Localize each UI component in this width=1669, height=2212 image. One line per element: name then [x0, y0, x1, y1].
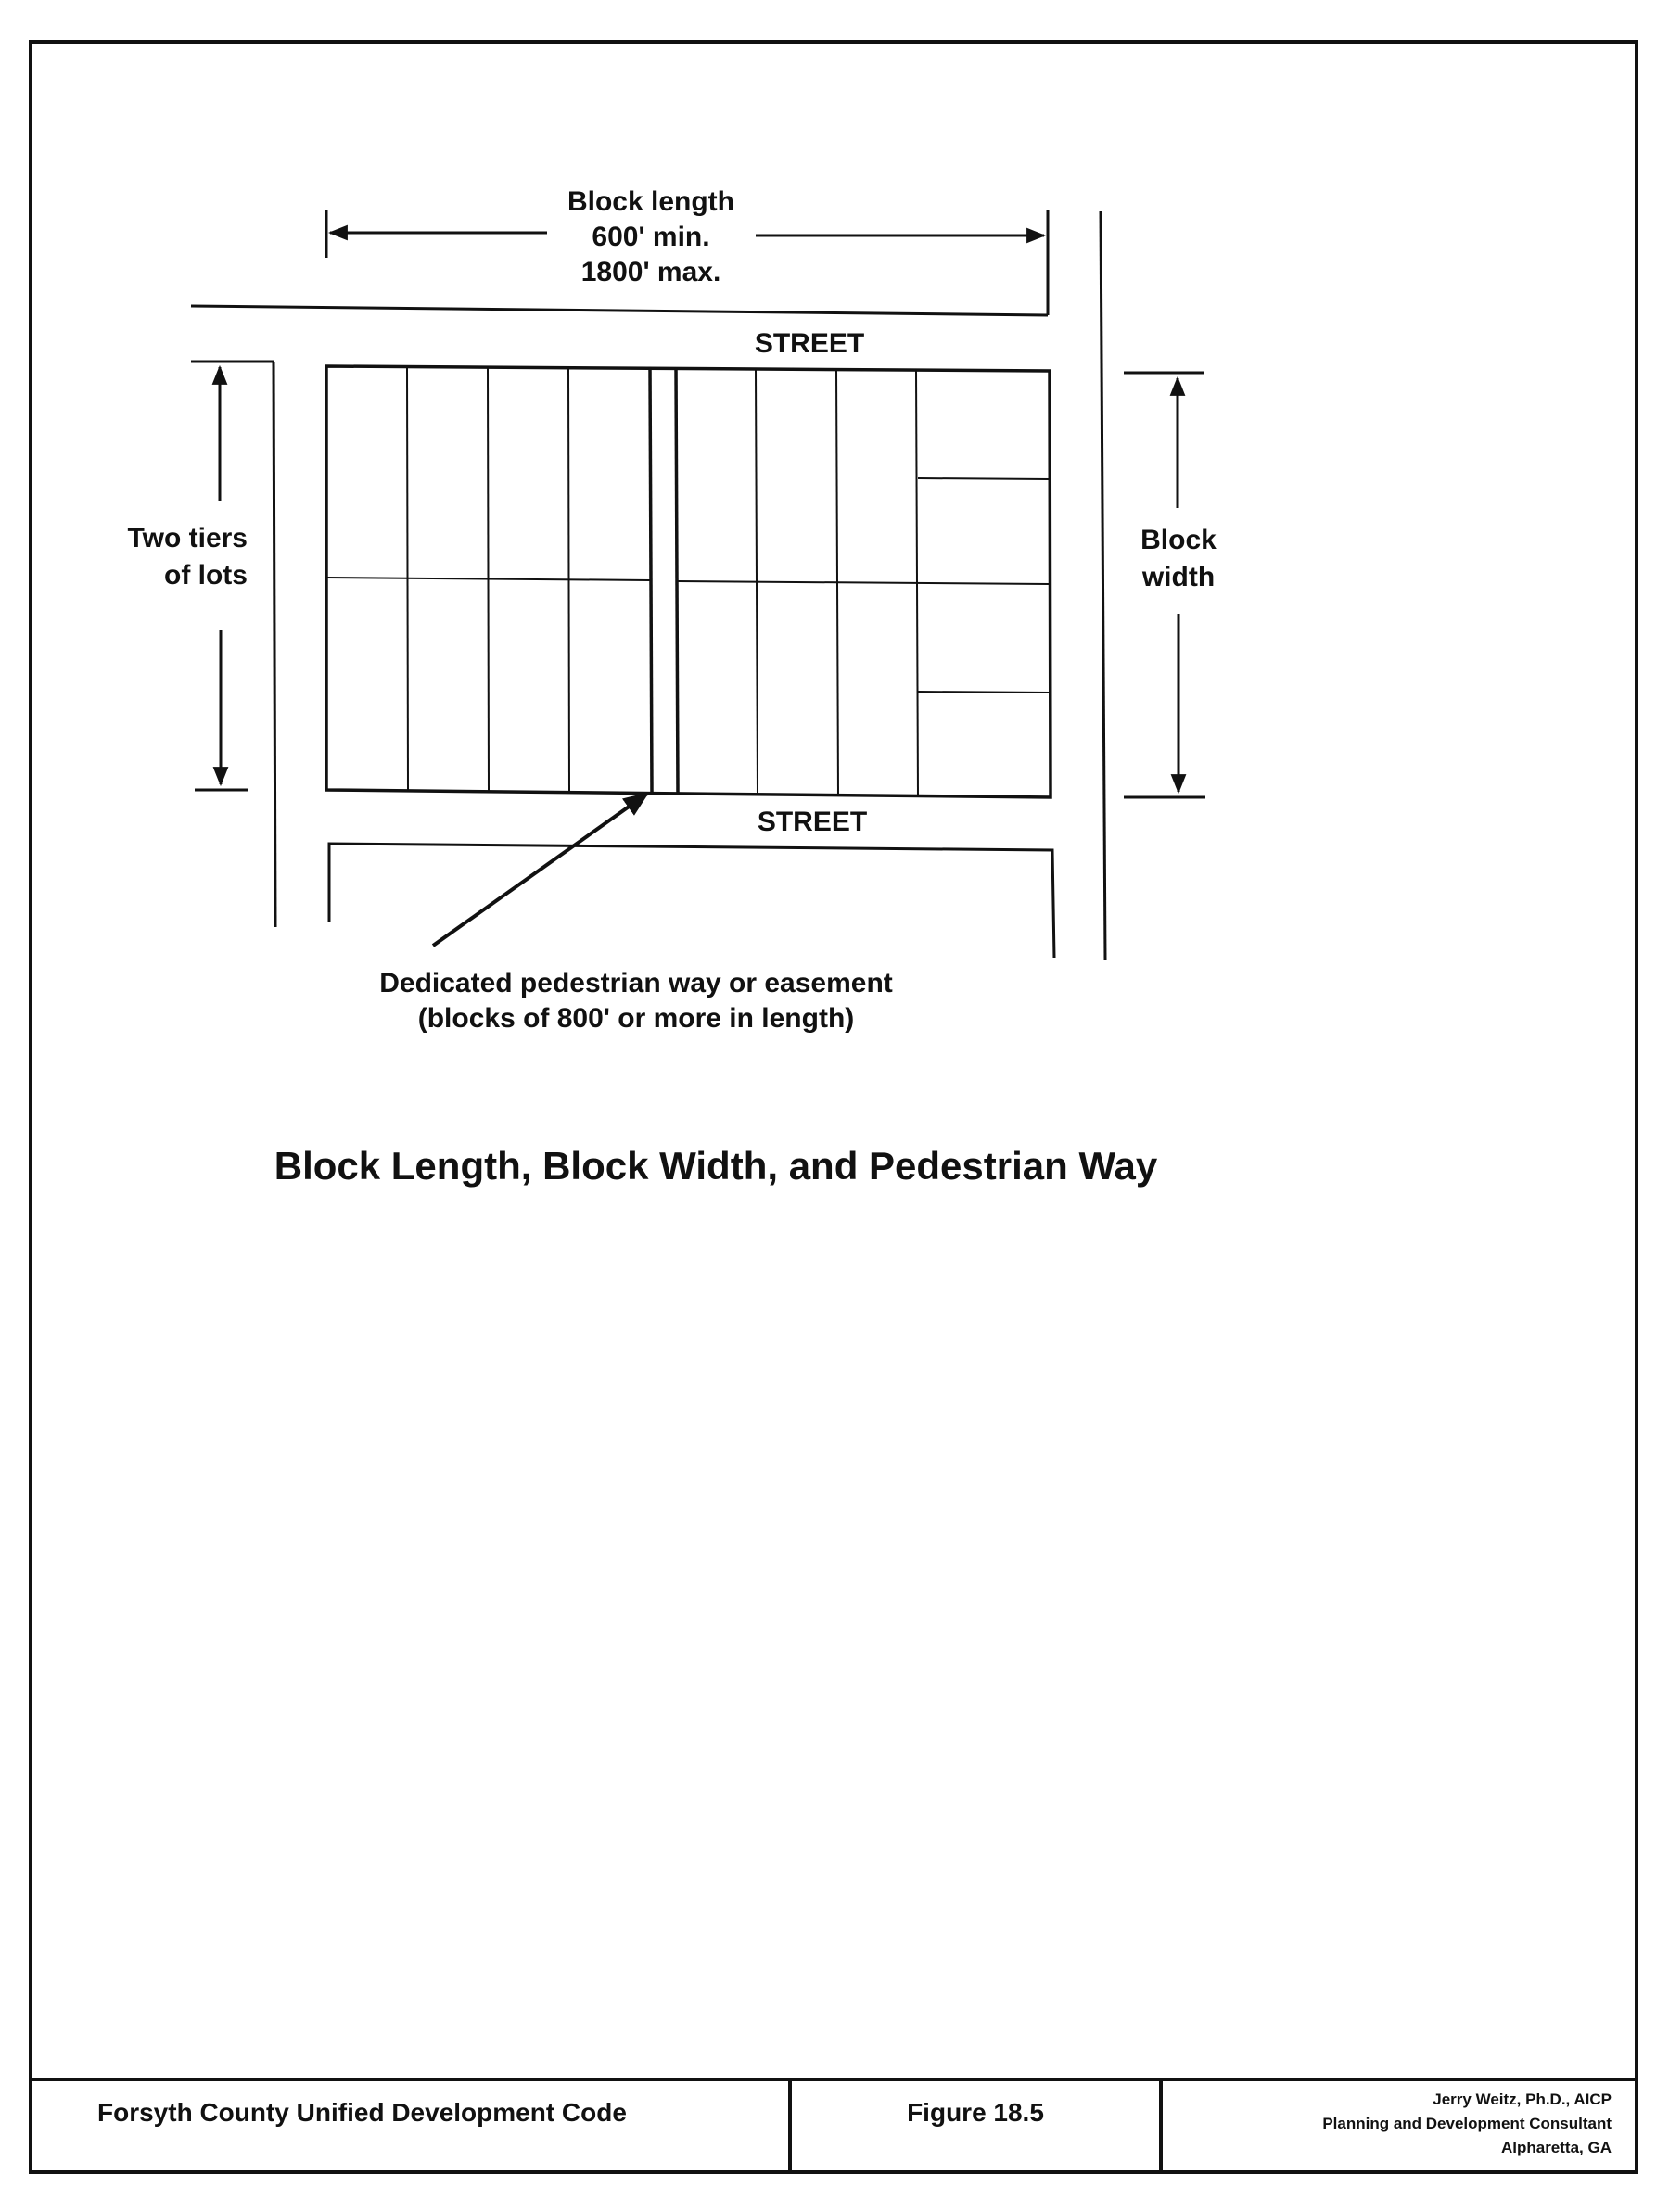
tier-divider-right: [677, 580, 1051, 585]
footer-box: [31, 2078, 1637, 2172]
block-length-dimension: [325, 210, 1050, 258]
lot-line: [915, 369, 919, 796]
lot-line: [917, 477, 1051, 480]
footer-code-name: Forsyth County Unified Development Code: [97, 2098, 627, 2127]
two-tiers-dimension: [191, 360, 248, 792]
two-tiers-label-line2: of lots: [164, 560, 248, 591]
footer-author-role: Planning and Development Consultant: [1322, 2115, 1612, 2132]
block-length-label: Block length: [567, 186, 734, 217]
lot-line: [835, 368, 839, 796]
lot-line: [487, 366, 490, 792]
block-length-max: 1800' max.: [581, 257, 721, 287]
lot-line: [567, 367, 570, 793]
pedestrian-way-label-line1: Dedicated pedestrian way or easement: [379, 968, 893, 998]
block-length-min: 600' min.: [592, 222, 709, 252]
pedestrian-way-left: [648, 367, 654, 794]
footer-figure-number: Figure 18.5: [907, 2098, 1044, 2127]
lot-line: [917, 691, 1051, 693]
street-curb-lines: [190, 210, 1107, 960]
page-border: [29, 40, 1638, 2174]
block-width-label-line1: Block: [1140, 525, 1217, 555]
footer-author: Jerry Weitz, Ph.D., AICP: [1433, 2091, 1612, 2108]
street-label-top: STREET: [755, 328, 864, 359]
pedestrian-way-right: [674, 367, 680, 795]
city-block: [325, 364, 1052, 799]
block-width-label-line2: width: [1141, 562, 1215, 592]
footer-author-location: Alpharetta, GA: [1501, 2139, 1612, 2156]
pedestrian-way-pointer: [431, 792, 650, 947]
pedestrian-way-label-line2: (blocks of 800' or more in length): [418, 1003, 855, 1034]
street-label-bottom: STREET: [758, 807, 867, 837]
lot-line: [755, 368, 758, 795]
lot-line: [406, 366, 409, 791]
two-tiers-label-line1: Two tiers: [128, 523, 248, 553]
block-width-dimension: [1124, 371, 1205, 799]
block-outline: [325, 364, 1052, 799]
figure-title: Block Length, Block Width, and Pedestria…: [274, 1144, 1158, 1188]
